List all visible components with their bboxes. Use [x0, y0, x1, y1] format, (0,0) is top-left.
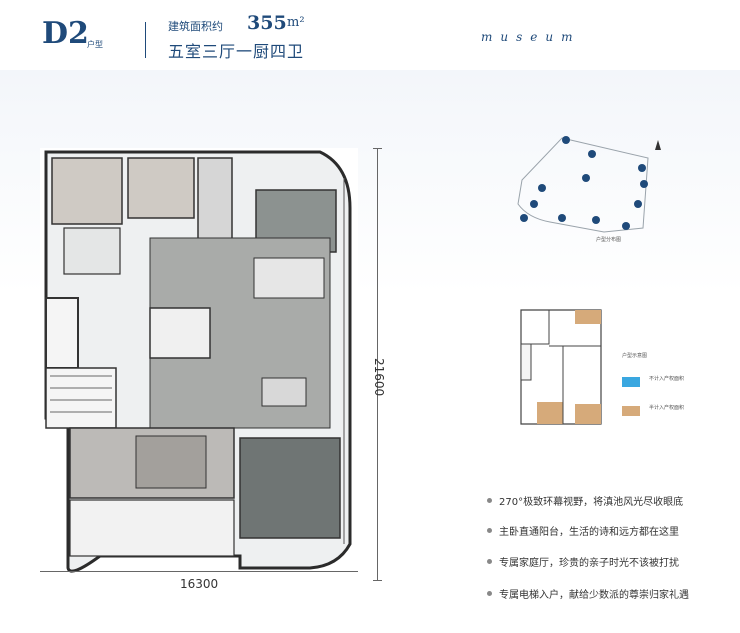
feature-item: 专属电梯入户，献给少数派的尊崇归家礼遇 [487, 585, 689, 601]
unit-suffix: 户型 [87, 40, 103, 49]
legend-title: 户型示意图 [622, 353, 648, 359]
area-label: 建筑面积约 [168, 20, 223, 33]
area-diagram [520, 309, 602, 425]
room-layout: 五室三厅一厨四卫 [168, 42, 305, 61]
bullet-icon [487, 590, 492, 596]
feature-item: 270°极致环幕视野，将滇池风光尽收眼底 [487, 492, 683, 508]
bullet-icon [487, 558, 492, 564]
dimension-horizontal-label: 16300 [180, 577, 219, 591]
brand-wordmark: museum [481, 30, 581, 44]
entry-lobby [149, 307, 211, 359]
dimension-line-vertical [377, 148, 378, 580]
legend-swatch-tan [622, 406, 640, 416]
kitchen [253, 257, 325, 299]
area-unit: m² [287, 15, 305, 30]
legend-swatch-blue [622, 377, 640, 387]
header-divider [145, 22, 146, 58]
bullet-icon [487, 527, 492, 533]
bullet-icon [487, 497, 492, 503]
unit-code: D2 [42, 16, 89, 51]
floor-plan [40, 148, 358, 580]
stairs [45, 367, 117, 429]
dimension-vertical-label: 21600 [372, 358, 386, 397]
key-plan [517, 136, 661, 233]
bedroom-1 [51, 157, 123, 225]
feature-item: 主卧直通阳台，生活的诗和远方都在这里 [487, 522, 679, 538]
dimension-tick [373, 148, 382, 149]
master-bed [135, 435, 207, 489]
dining-table [261, 377, 307, 407]
bedroom-2 [127, 157, 195, 219]
key-plan-caption: 户型分布图 [596, 237, 622, 243]
legend-label-2: 半计入产权面积 [649, 405, 685, 411]
legend-label-1: 不计入产权面积 [649, 376, 685, 382]
balcony [69, 499, 235, 557]
area-value: 355 [247, 12, 287, 34]
feature-item: 专属家庭厅，珍贵的亲子时光不该被打扰 [487, 553, 679, 569]
header-bar [0, 0, 740, 70]
living-room [239, 437, 341, 539]
dimension-tick [373, 580, 382, 581]
dimension-line-horizontal [40, 571, 358, 572]
bathroom-1 [197, 157, 233, 245]
bathroom-2 [63, 227, 121, 275]
elevator-core [45, 297, 79, 369]
